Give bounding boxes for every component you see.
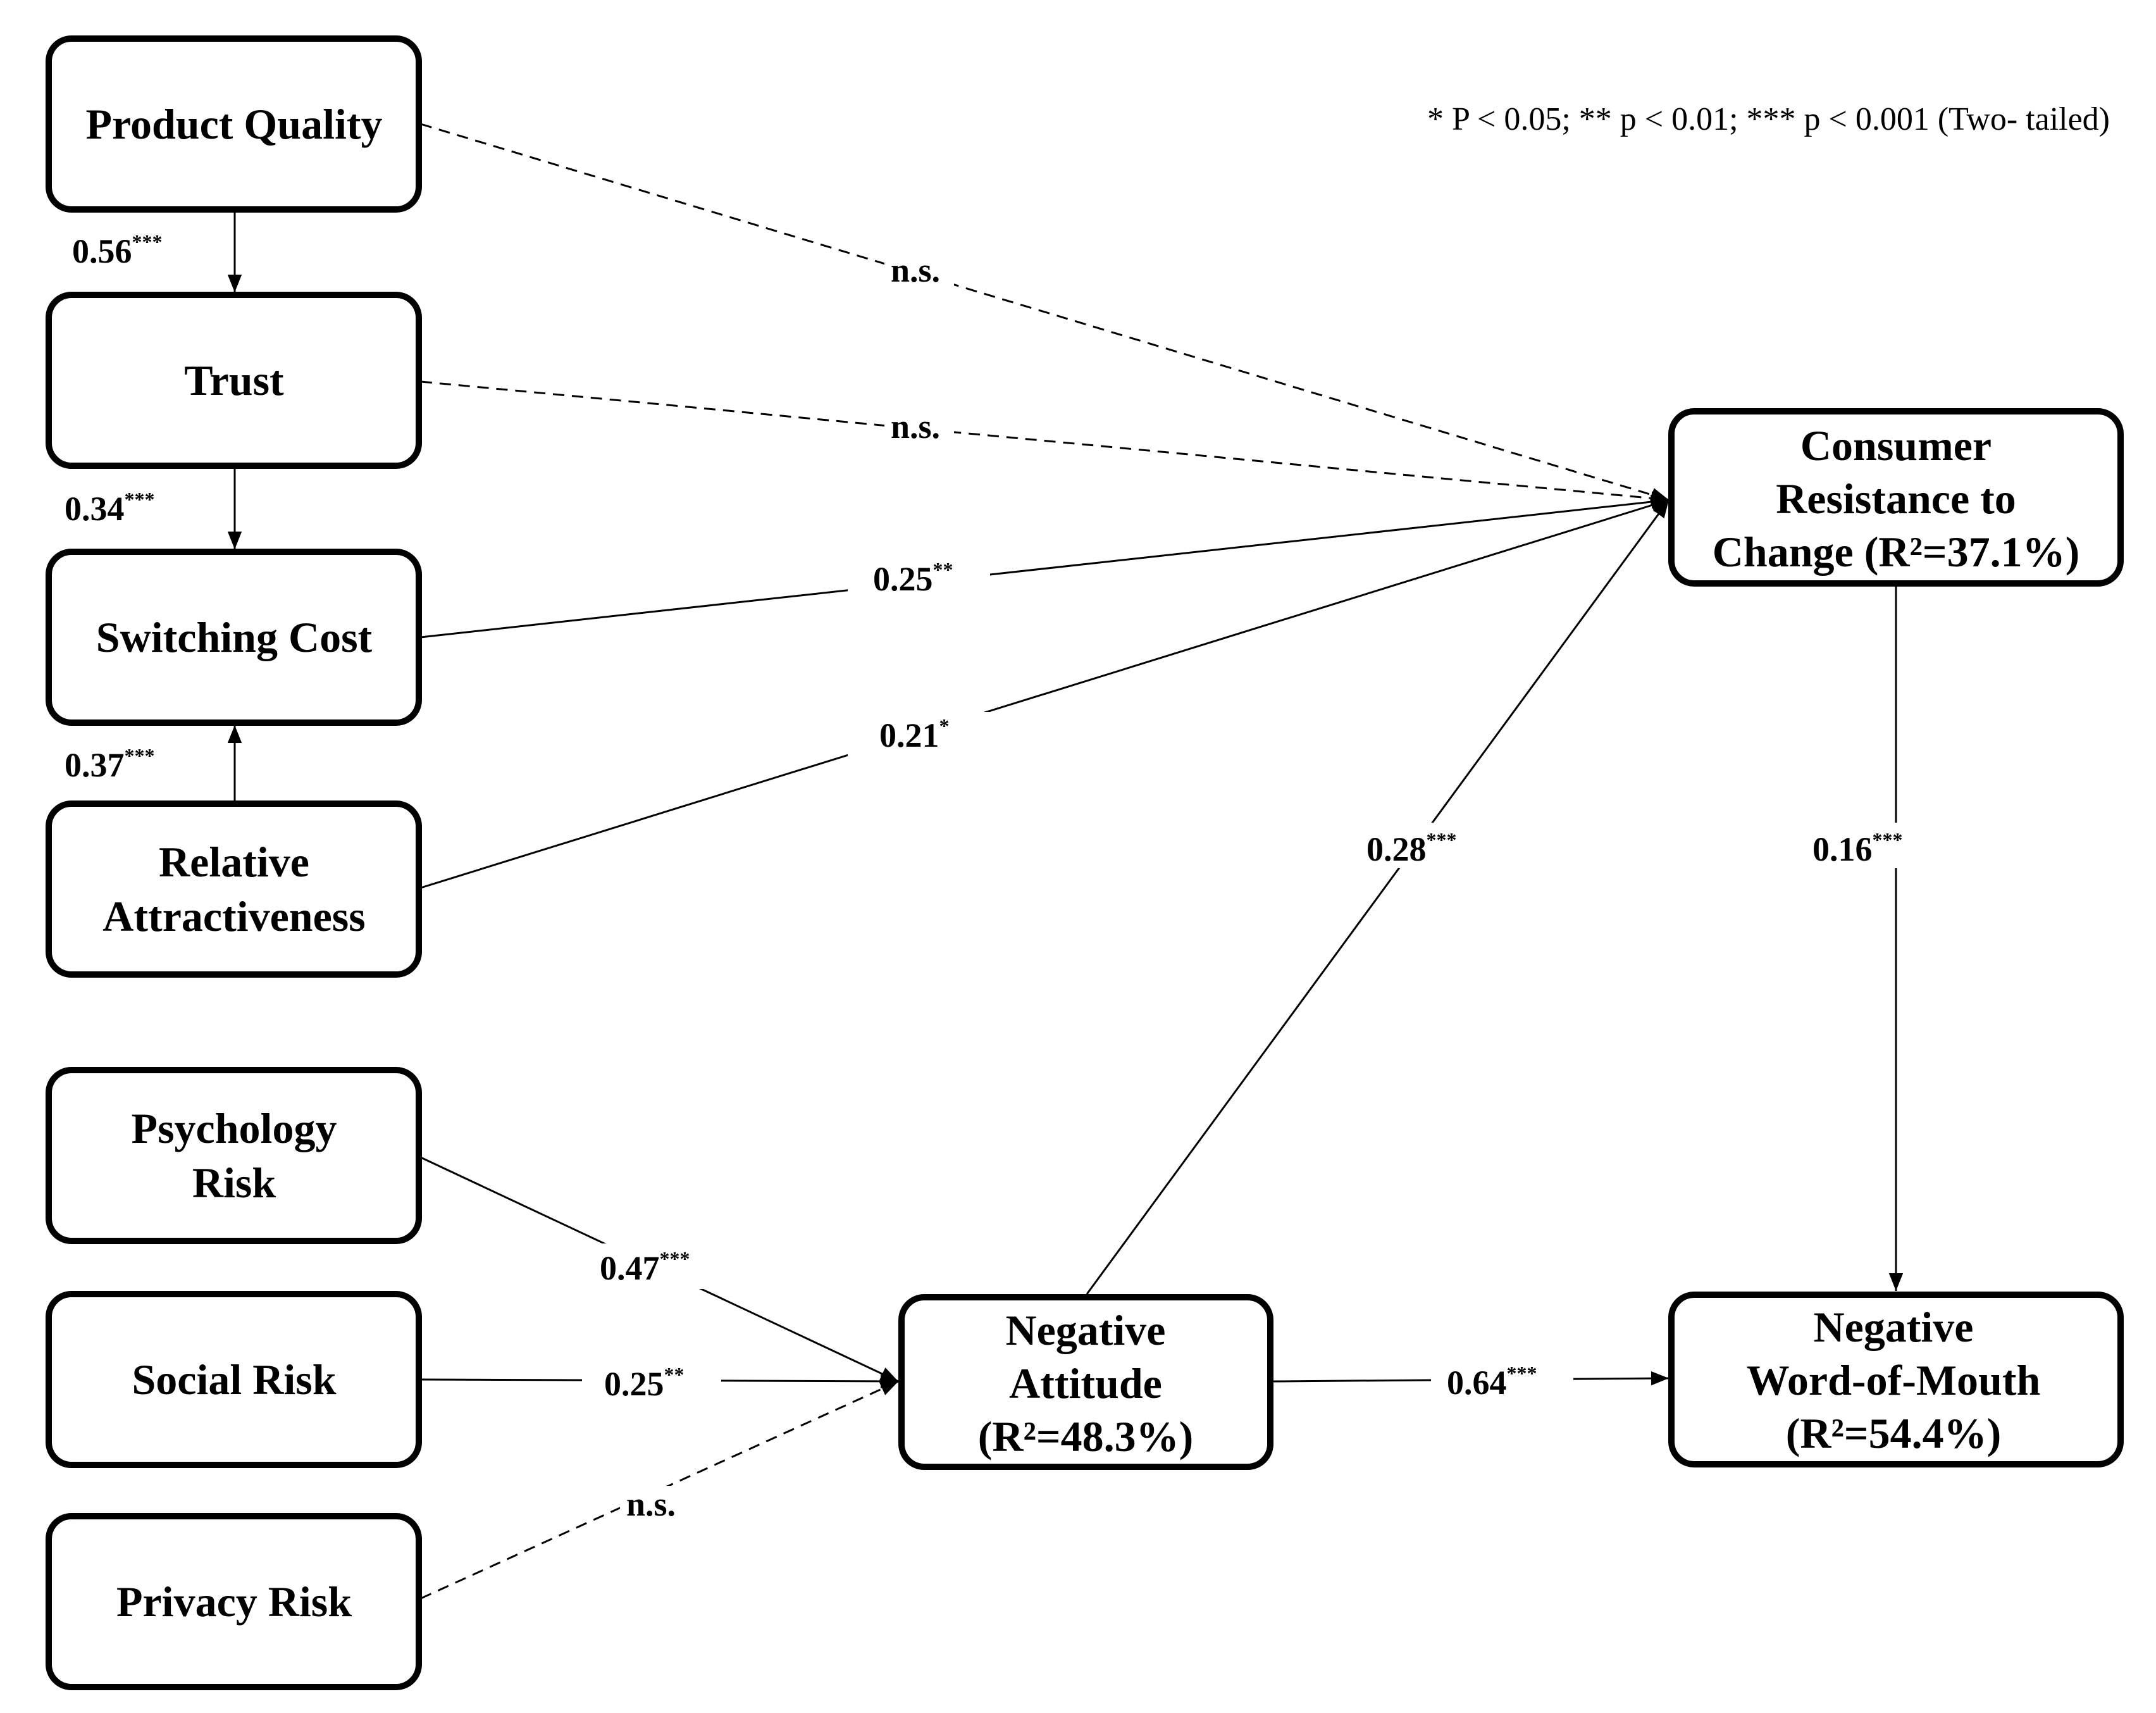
node-label: Negative	[1005, 1306, 1165, 1354]
edge-line-switching-resistance	[420, 494, 1670, 638]
node-label: Attitude	[1009, 1359, 1162, 1407]
node-label: Relative	[159, 838, 309, 886]
node-label: Change (R²=37.1%)	[1713, 528, 2079, 576]
edge-line-trust-resistance	[420, 380, 1670, 506]
svg-text:Privacy Risk: Privacy Risk	[116, 1578, 352, 1626]
node-label: Social Risk	[132, 1355, 336, 1404]
node-label: Psychology	[132, 1104, 337, 1152]
edge-label-attractiveness-switching: 0.37***	[65, 744, 155, 784]
edge-label-attitude-wom: 0.64***	[1447, 1362, 1537, 1402]
svg-text:Switching Cost: Switching Cost	[96, 613, 373, 661]
edge-label-trust-switching: 0.34***	[65, 488, 155, 528]
edge-line-attractiveness-resistance	[420, 498, 1670, 889]
edge-label-resistance-wom: 0.16***	[1812, 828, 1903, 868]
node-social-risk: Social Risk	[46, 1291, 422, 1468]
edge-labels: 0.56*** 0.34*** 0.37*** n.s. n.s. 0.25**…	[65, 230, 1945, 1524]
svg-text:Product Quality: Product Quality	[85, 100, 382, 148]
edge-line-quality-resistance	[420, 123, 1670, 502]
node-label: Risk	[192, 1159, 276, 1207]
edge-label-privacy-attitude: n.s.	[626, 1485, 676, 1523]
edge-label-attitude-resistance: 0.28***	[1366, 828, 1457, 868]
node-label: (R²=48.3%)	[978, 1412, 1194, 1461]
edge-label-social-attitude: 0.25**	[604, 1363, 685, 1403]
edge-label-attractiveness-resistance: 0.21*	[879, 714, 950, 754]
node-label: (R²=54.4%)	[1786, 1409, 2002, 1457]
node-label: Privacy Risk	[116, 1578, 352, 1626]
node-trust: Trust	[46, 292, 422, 469]
node-label: Switching Cost	[96, 613, 373, 661]
edge-label-switching-resistance: 0.25**	[873, 558, 953, 598]
edge-label-trust-resistance: n.s.	[891, 408, 940, 445]
node-label: Trust	[184, 356, 284, 404]
node-label: Consumer	[1800, 421, 1992, 470]
edge-label-psychology-attitude: 0.47***	[600, 1247, 690, 1287]
node-label: Product Quality	[85, 100, 382, 148]
node-label: Resistance to	[1776, 475, 2016, 523]
node-label: Word-of-Mouth	[1747, 1356, 2041, 1404]
node-label: Attractiveness	[102, 892, 365, 940]
edge-label-quality-trust: 0.56***	[72, 230, 163, 270]
node-product-quality: Product Quality	[46, 35, 422, 213]
edges	[227, 123, 1904, 1600]
svg-text:Social Risk: Social Risk	[132, 1355, 336, 1404]
node-privacy-risk: Privacy Risk	[46, 1513, 422, 1690]
svg-text:Trust: Trust	[184, 356, 284, 404]
node-switching-cost: Switching Cost	[46, 549, 422, 726]
edge-line-attitude-resistance	[1086, 499, 1670, 1295]
edge-line-privacy-attitude	[420, 1380, 899, 1600]
node-label: Negative	[1813, 1303, 1973, 1351]
edge-label-quality-resistance: n.s.	[891, 251, 940, 289]
significance-note: * P < 0.05; ** p < 0.01; *** p < 0.001 (…	[1427, 101, 2110, 137]
